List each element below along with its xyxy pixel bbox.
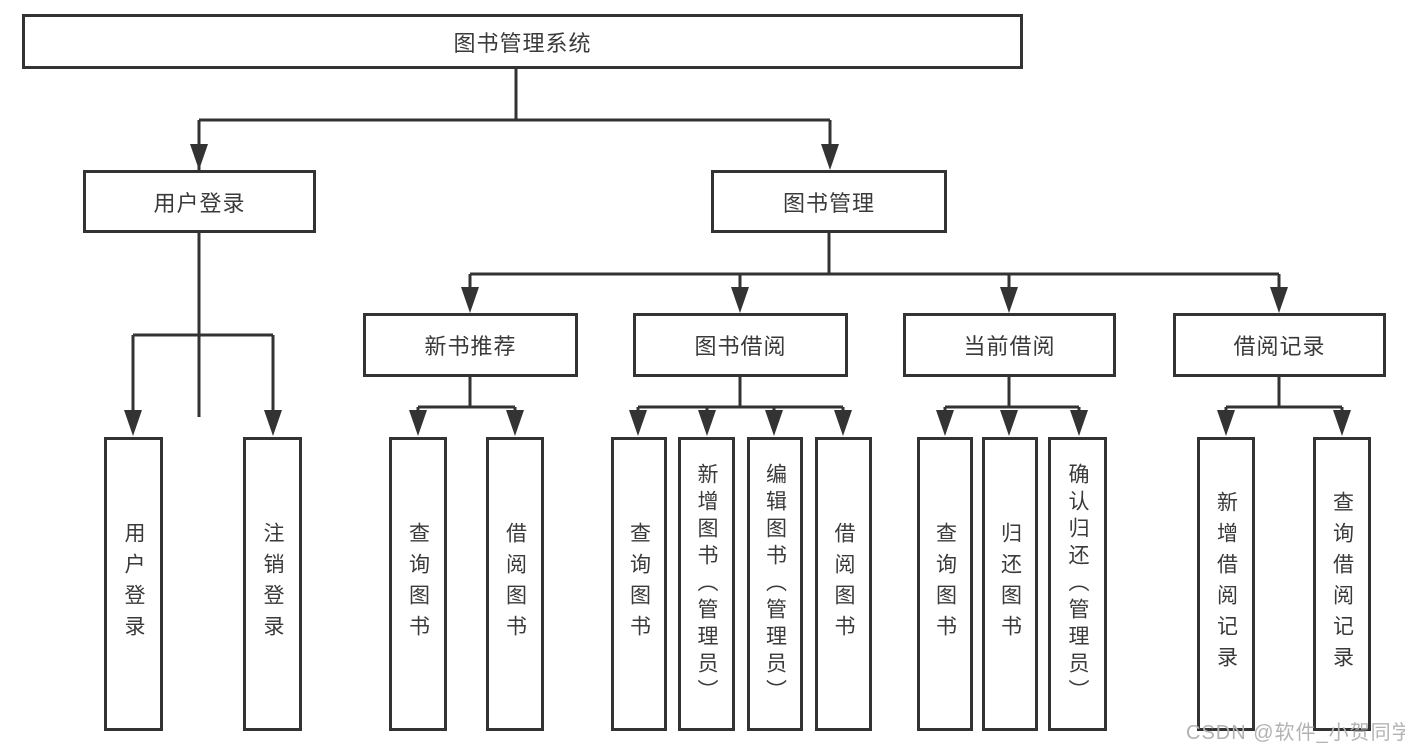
node-label: 当前借阅 bbox=[963, 334, 1056, 359]
leaf-borrow-books: 借阅图书 bbox=[815, 437, 872, 731]
node-new-book-recommend: 新书推荐 bbox=[363, 313, 578, 377]
node-borrow-records: 借阅记录 bbox=[1173, 313, 1386, 377]
leaf-add-books-admin: 新增图书（管理员） bbox=[678, 437, 735, 731]
leaf-label: 用户登录 bbox=[122, 522, 145, 646]
leaf-borrow-books-recommend: 借阅图书 bbox=[486, 437, 544, 731]
leaf-label: 查询借阅记录 bbox=[1330, 491, 1354, 677]
node-label: 用户登录 bbox=[153, 190, 246, 216]
leaf-query-books-current: 查询图书 bbox=[917, 437, 973, 731]
leaf-user-login: 用户登录 bbox=[104, 437, 163, 731]
node-current-borrow: 当前借阅 bbox=[903, 313, 1116, 377]
node-label: 借阅记录 bbox=[1233, 334, 1326, 359]
node-book-borrow: 图书借阅 bbox=[633, 313, 848, 377]
leaf-label: 归还图书 bbox=[998, 522, 1022, 646]
leaf-label: 查询图书 bbox=[406, 522, 430, 646]
node-library-management-system: 图书管理系统 bbox=[22, 14, 1023, 69]
node-label: 新书推荐 bbox=[424, 334, 517, 359]
leaf-label: 编辑图书（管理员） bbox=[763, 462, 787, 706]
leaf-edit-books-admin: 编辑图书（管理员） bbox=[747, 437, 803, 731]
leaf-query-borrow-record: 查询借阅记录 bbox=[1313, 437, 1371, 731]
leaf-label: 查询图书 bbox=[627, 522, 651, 646]
node-user-login: 用户登录 bbox=[83, 170, 316, 233]
leaf-label: 查询图书 bbox=[933, 522, 957, 646]
leaf-label: 新增图书（管理员） bbox=[695, 462, 718, 706]
node-label: 图书管理系统 bbox=[453, 30, 592, 56]
leaf-label: 注销登录 bbox=[261, 522, 284, 646]
leaf-label: 借阅图书 bbox=[832, 522, 855, 646]
node-label: 图书借阅 bbox=[694, 334, 787, 359]
node-label: 图书管理 bbox=[782, 190, 875, 216]
leaf-label: 确认归还（管理员） bbox=[1066, 462, 1089, 706]
leaf-query-books-recommend: 查询图书 bbox=[389, 437, 447, 731]
leaf-label: 新增借阅记录 bbox=[1214, 491, 1238, 677]
csdn-watermark: CSDN @软件_小贺同学 bbox=[1186, 722, 1405, 744]
leaf-confirm-return-admin: 确认归还（管理员） bbox=[1048, 437, 1107, 731]
leaf-add-borrow-record: 新增借阅记录 bbox=[1197, 437, 1255, 731]
leaf-query-books-borrow: 查询图书 bbox=[611, 437, 667, 731]
leaf-logout: 注销登录 bbox=[243, 437, 302, 731]
node-book-management: 图书管理 bbox=[711, 170, 947, 233]
leaf-label: 借阅图书 bbox=[503, 522, 527, 646]
leaf-return-books: 归还图书 bbox=[982, 437, 1038, 731]
